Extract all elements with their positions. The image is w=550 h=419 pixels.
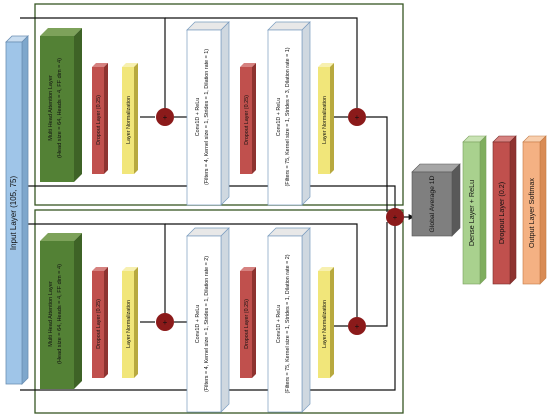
transformer-block-2-frame bbox=[34, 209, 404, 414]
attention-layer: Multi Head Attention Layer (Head size = … bbox=[40, 233, 82, 389]
dropout-layer: Dropout Layer (0.25) bbox=[92, 267, 108, 378]
attention-params: (Head size = 64, Heads = 4, FF dim = 4) bbox=[57, 264, 63, 364]
add-symbol: + bbox=[355, 322, 360, 331]
conv-title: Conv1D + ReLu bbox=[195, 98, 201, 137]
merge-add-node bbox=[386, 208, 404, 226]
pooling-label: Global Average 1D bbox=[429, 175, 436, 232]
conv-title: Conv1D + ReLu bbox=[276, 98, 282, 137]
conv1d-layer: Conv1D + ReLu (Filters = 75, Kernel size… bbox=[267, 21, 311, 206]
add-symbol: + bbox=[163, 113, 168, 122]
dropout-label: Dropout Layer (0.25) bbox=[96, 299, 102, 349]
conv-params: (Filters = 4, Kernel size = 1, Strides =… bbox=[204, 49, 210, 185]
conv1d-layer: Conv1D + ReLu (Filters = 4, Kernel size … bbox=[186, 21, 230, 206]
layer-normalization: Layer Normalization bbox=[122, 63, 138, 174]
norm-label: Layer Normalization bbox=[322, 300, 328, 348]
attention-layer: Multi Head Attention Layer (Head size = … bbox=[40, 28, 82, 182]
global-average-pooling: Global Average 1D bbox=[411, 163, 461, 237]
dropout-label: Dropout Layer (0.25) bbox=[244, 95, 250, 145]
dropout-layer: Dropout Layer (0.25) bbox=[240, 63, 256, 174]
input-layer: Input Layer (105, 75) bbox=[5, 35, 29, 385]
final-dropout-label: Dropout Layer (0.2) bbox=[497, 182, 506, 244]
layer-normalization: Layer Normalization bbox=[122, 267, 138, 378]
input-layer-label: Input Layer (105, 75) bbox=[9, 176, 18, 251]
layer-normalization: Layer Normalization bbox=[318, 63, 334, 174]
dropout-label: Dropout Layer (0.25) bbox=[244, 299, 250, 349]
add-node bbox=[156, 108, 174, 126]
add-symbol: + bbox=[163, 318, 168, 327]
conv-params: (Filters = 4, Kernel size = 1, Strides =… bbox=[204, 256, 210, 392]
layer-normalization: Layer Normalization bbox=[318, 267, 334, 378]
conv-title: Conv1D + ReLu bbox=[276, 305, 282, 344]
attention-title: Multi Head Attention Layer bbox=[48, 281, 54, 347]
transformer-block-2: Multi Head Attention Layer (Head size = … bbox=[40, 227, 366, 413]
add-symbol: + bbox=[355, 113, 360, 122]
dense-label: Dense Layer + ReLu bbox=[467, 180, 476, 246]
dropout-label: Dropout Layer (0.25) bbox=[96, 95, 102, 145]
final-dropout-layer: Dropout Layer (0.2) bbox=[492, 135, 517, 285]
output-layer: Output Layer Softmax bbox=[522, 135, 547, 285]
add-node bbox=[348, 317, 366, 335]
conv1d-layer: Conv1D + ReLu (Filters = 75, Kernel size… bbox=[267, 227, 311, 413]
add-node bbox=[348, 108, 366, 126]
dropout-layer: Dropout Layer (0.25) bbox=[92, 63, 108, 174]
transformer-block-1: Multi Head Attention Layer (Head size = … bbox=[40, 21, 366, 206]
attention-title: Multi Head Attention Layer bbox=[48, 75, 54, 141]
conv-params: (Filters = 75, Kernel size = 1, Strides … bbox=[285, 47, 291, 186]
conv-title: Conv1D + ReLu bbox=[195, 305, 201, 344]
conv-params: (Filters = 75, Kernel size = 1, Strides … bbox=[285, 254, 291, 393]
dense-layer: Dense Layer + ReLu bbox=[462, 135, 487, 285]
norm-label: Layer Normalization bbox=[322, 96, 328, 144]
attention-params: (Head size = 64, Heads = 4, FF dim = 4) bbox=[57, 58, 63, 158]
output-label: Output Layer Softmax bbox=[527, 178, 536, 248]
conv1d-layer: Conv1D + ReLu (Filters = 4, Kernel size … bbox=[186, 227, 230, 413]
norm-label: Layer Normalization bbox=[126, 96, 132, 144]
add-node bbox=[156, 313, 174, 331]
dropout-layer: Dropout Layer (0.25) bbox=[240, 267, 256, 378]
norm-label: Layer Normalization bbox=[126, 300, 132, 348]
add-symbol: + bbox=[393, 213, 398, 222]
